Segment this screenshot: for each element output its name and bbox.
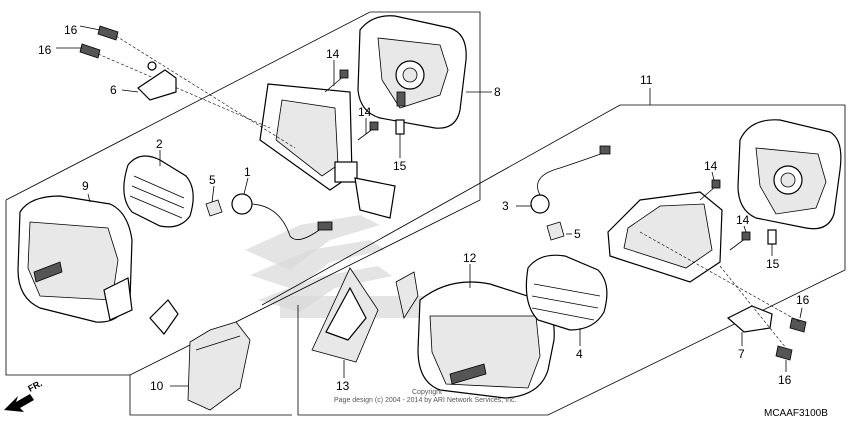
callout-6: 6 [110,83,117,97]
clip [149,299,179,335]
callout-14d: 14 [736,213,750,227]
stay-7 [726,305,773,333]
callout-10: 10 [150,379,164,393]
socket-3 [530,145,611,214]
clip-right [395,271,419,320]
screw-14a [324,69,349,93]
mirror-glass-right [737,119,842,230]
callout-7: 7 [738,347,745,361]
callout-9: 9 [82,179,89,193]
mirror-glass-left [357,15,467,129]
copyright-line1: Copyright [412,389,442,396]
mirror-housing-right [417,281,555,399]
callout-8: 8 [494,85,501,99]
direction-label: FR. [26,378,43,394]
callout-15b: 15 [766,257,780,271]
callout-5b: 5 [574,227,581,241]
callout-14c: 14 [704,159,718,173]
copyright-line2: Page design (c) 2004 - 2014 by ARI Netwo… [334,397,517,404]
callouts: 16 16 6 14 8 14 15 2 5 1 9 10 13 12 3 5 … [38,23,810,393]
screw-14b [357,121,379,141]
callout-1: 1 [244,165,251,179]
right-assembly-outline [261,104,846,416]
callout-16b: 16 [38,43,52,57]
mirror-bracket-left [259,83,396,219]
callout-11: 11 [640,73,653,87]
callout-3: 3 [502,199,509,213]
bolt-16a [97,25,119,41]
mirror-bracket-right [607,191,723,283]
bolt-16b [79,43,101,59]
left-assembly-outline [5,11,481,416]
cover-10 [187,321,251,411]
bulb-5a [205,199,223,217]
callout-14a: 14 [326,47,340,61]
socket-1 [231,193,333,240]
cover-13 [311,267,379,363]
callout-13: 13 [336,379,350,393]
callout-16d: 16 [778,373,792,387]
turn-signal-lens-left [123,155,194,228]
callout-16a: 16 [64,23,78,37]
stay-6 [137,61,177,101]
bolt-15a [395,119,405,135]
callout-2: 2 [156,137,163,151]
bolt-16d [775,345,793,361]
leader-lines [56,25,803,387]
callout-15a: 15 [393,159,407,173]
callout-12: 12 [463,251,477,265]
screw-14c [699,179,721,201]
callout-14b: 14 [358,105,372,119]
diagram-code: MCAAF3100B [764,408,828,419]
callout-5a: 5 [209,173,216,187]
callout-4: 4 [576,347,583,361]
bolt-15b [767,229,777,245]
mirror-housing-left [17,195,133,323]
callout-16c: 16 [796,293,810,307]
turn-signal-lens-right [525,254,608,331]
front-direction-arrow: FR. [4,378,44,412]
bulb-5b [546,221,565,241]
bolt-16c [789,317,807,333]
screw-14d [729,231,751,251]
